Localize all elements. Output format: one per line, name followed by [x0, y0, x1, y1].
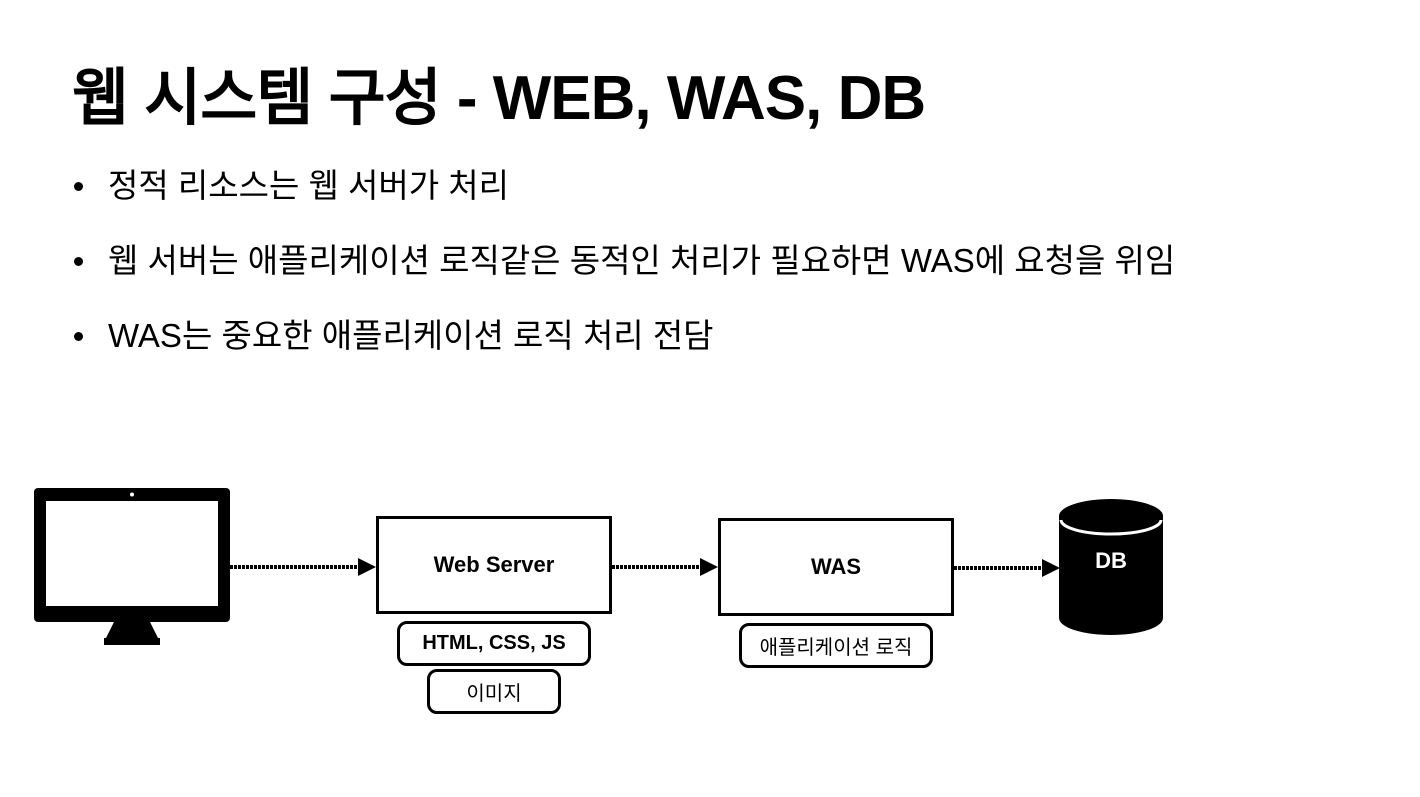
- bullet-item: WAS는 중요한 애플리케이션 로직 처리 전담: [72, 312, 1175, 360]
- web-server-label: Web Server: [433, 552, 555, 577]
- tag-label: HTML, CSS, JS: [422, 632, 566, 654]
- web-server-tag: 이미지: [427, 669, 561, 714]
- bullet-text: WAS는 중요한 애플리케이션 로직 처리 전담: [108, 317, 714, 354]
- was-label: WAS: [810, 554, 862, 579]
- tag-label: 애플리케이션 로직: [759, 637, 913, 659]
- database-icon: [1059, 499, 1163, 635]
- bullet-item: 웹 서버는 애플리케이션 로직같은 동적인 처리가 필요하면 WAS에 요청을 …: [72, 237, 1175, 285]
- tag-label: 이미지: [466, 683, 522, 705]
- db-label: DB: [1095, 548, 1127, 573]
- was-tag: 애플리케이션 로직: [739, 623, 933, 668]
- web-server-tag: HTML, CSS, JS: [397, 621, 591, 666]
- bullet-dot-icon: [74, 182, 83, 191]
- bullet-item: 정적 리소스는 웹 서버가 처리: [72, 162, 1175, 210]
- was-box: WAS: [718, 518, 954, 616]
- web-server-box: Web Server: [376, 516, 612, 614]
- bullet-text: 정적 리소스는 웹 서버가 처리: [108, 167, 509, 204]
- arrow-icon: [612, 558, 718, 576]
- arrow-icon: [954, 559, 1060, 577]
- bullet-text: 웹 서버는 애플리케이션 로직같은 동적인 처리가 필요하면 WAS에 요청을 …: [108, 242, 1176, 279]
- bullet-dot-icon: [74, 332, 83, 341]
- arrow-icon: [230, 558, 376, 576]
- monitor-icon: [34, 488, 230, 645]
- bullet-list: 정적 리소스는 웹 서버가 처리 웹 서버는 애플리케이션 로직같은 동적인 처…: [72, 162, 1175, 387]
- slide-title: 웹 시스템 구성 - WEB, WAS, DB: [72, 64, 926, 133]
- bullet-dot-icon: [74, 257, 83, 266]
